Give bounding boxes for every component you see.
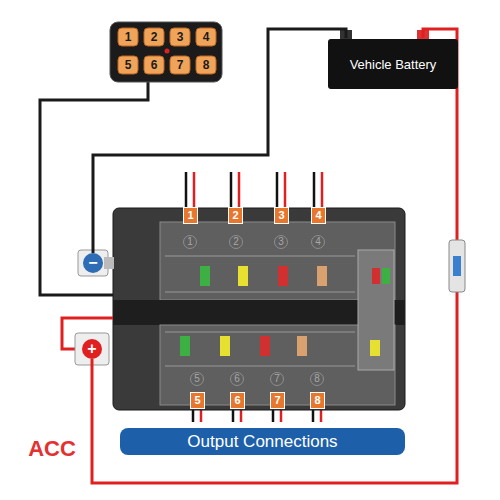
button-number-holder: 3 [170, 28, 190, 46]
embossed-number-holder: 4 [311, 235, 325, 249]
node-text: − [88, 254, 97, 272]
button-number: 5 [125, 59, 132, 71]
button-number: 6 [151, 59, 158, 71]
positive-wire [92, 29, 457, 483]
output-tag: 2 [232, 210, 238, 221]
embossed-number-holder: 6 [230, 372, 244, 386]
fuse-element [453, 256, 461, 276]
output-tag: 8 [314, 395, 320, 406]
embossed-number: 3 [278, 237, 284, 247]
output-tag: 1 [187, 210, 193, 221]
button-number-holder: 4 [196, 28, 216, 46]
button-number-holder: 1 [118, 28, 138, 46]
switch-buttons [118, 28, 216, 74]
output-wires-top [186, 172, 322, 208]
button-number: 1 [125, 31, 132, 43]
node-text: Vehicle Battery [350, 57, 437, 72]
output-tag: 5 [194, 395, 200, 406]
acc-label-holder: ACC [22, 436, 82, 462]
output-tag-holder: 8 [310, 392, 325, 409]
side-fuse-bay [358, 250, 394, 370]
positive-terminal: + [82, 339, 102, 359]
embossed-number: 4 [315, 237, 321, 247]
acc-label: ACC [28, 438, 76, 460]
output-tag-holder: 3 [274, 207, 289, 224]
output-tag-holder: 5 [190, 392, 205, 409]
button-number: 4 [203, 31, 210, 43]
button-number-holder: 8 [196, 56, 216, 74]
embossed-number: 6 [234, 374, 240, 384]
negative-mount [78, 250, 108, 276]
output-tag: 4 [315, 210, 321, 221]
battery-box: Vehicle Battery [328, 39, 458, 89]
embossed-number-holder: 8 [310, 372, 324, 386]
embossed-number: 8 [314, 374, 320, 384]
output-tag: 7 [274, 395, 280, 406]
output-tag-holder: 7 [270, 392, 285, 409]
indicator-led [165, 49, 170, 54]
button-number: 7 [177, 59, 184, 71]
button-number-holder: 6 [144, 56, 164, 74]
node-text: Output Connections [187, 432, 337, 452]
negative-terminal: − [83, 253, 103, 273]
embossed-number-holder: 5 [190, 372, 204, 386]
fuses [180, 266, 390, 356]
button-number-holder: 5 [118, 56, 138, 74]
output-tag: 3 [278, 210, 284, 221]
node-text: + [87, 340, 96, 358]
embossed-number-holder: 3 [274, 235, 288, 249]
button-number-holder: 7 [170, 56, 190, 74]
embossed-number: 2 [233, 237, 239, 247]
output-tag: 6 [234, 395, 240, 406]
negative-stud [104, 257, 114, 269]
inline-fuse [449, 240, 465, 292]
button-number: 2 [151, 31, 158, 43]
output-band: Output Connections [120, 428, 405, 455]
button-number-holder: 2 [144, 28, 164, 46]
embossed-number: 7 [274, 374, 280, 384]
embossed-number-holder: 1 [183, 235, 197, 249]
embossed-number-holder: 7 [270, 372, 284, 386]
relay-box [113, 208, 405, 410]
button-number: 3 [177, 31, 184, 43]
button-number: 8 [203, 59, 210, 71]
output-tag-holder: 1 [183, 207, 198, 224]
switch-panel [110, 22, 222, 82]
embossed-number-holder: 2 [229, 235, 243, 249]
output-tag-holder: 2 [228, 207, 243, 224]
output-tag-holder: 4 [311, 207, 326, 224]
embossed-number: 5 [194, 374, 200, 384]
lid-ridges [165, 256, 355, 366]
negative-wire [93, 29, 346, 253]
output-tag-holder: 6 [230, 392, 245, 409]
embossed-number: 1 [187, 237, 193, 247]
